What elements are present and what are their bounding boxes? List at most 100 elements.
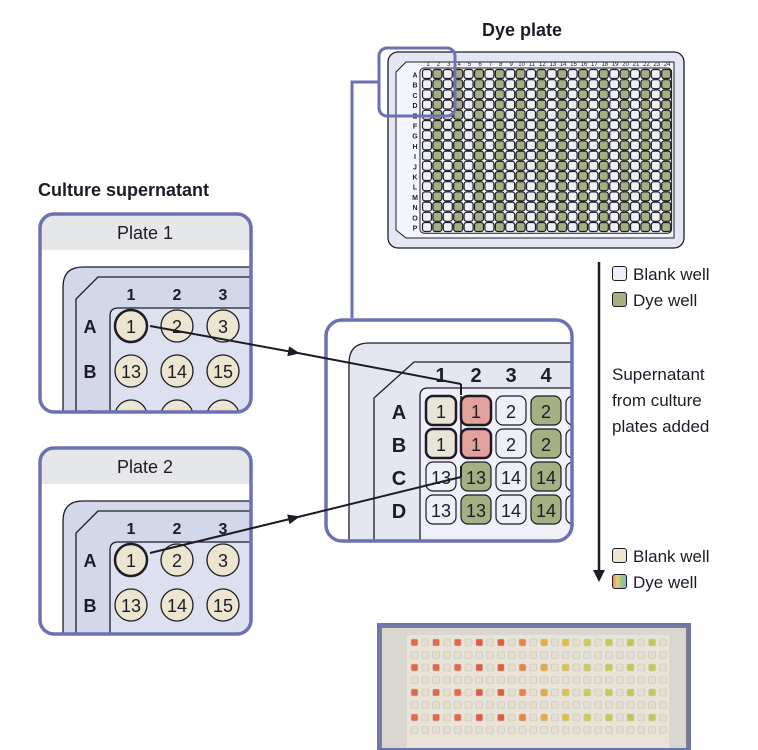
- well: [546, 221, 557, 233]
- well: [629, 99, 641, 110]
- zoom-well-partial: [565, 395, 572, 426]
- well: [546, 160, 557, 171]
- row-label: G: [412, 134, 418, 141]
- well: [453, 79, 464, 90]
- photo-well: [518, 688, 527, 697]
- photo-well: [443, 713, 451, 722]
- photo-well: [615, 638, 624, 647]
- photo-well: [572, 676, 581, 684]
- well: [661, 181, 672, 192]
- well: [609, 201, 620, 212]
- well: [473, 160, 485, 171]
- well-number: 2: [506, 402, 516, 422]
- well: [661, 119, 672, 131]
- well: [557, 150, 568, 161]
- well: [494, 211, 505, 222]
- photo-well: [572, 726, 581, 734]
- photo-well: [518, 676, 527, 684]
- well: [505, 140, 516, 151]
- well: [629, 201, 641, 212]
- culture-well: [113, 308, 149, 344]
- well: [421, 99, 433, 110]
- photo-well: [518, 663, 527, 672]
- column-label: 23: [653, 62, 660, 68]
- photo-well: [432, 663, 440, 672]
- row-label: D: [392, 501, 406, 523]
- well: [577, 89, 589, 100]
- photo-well: [475, 676, 484, 684]
- photo-well: [615, 663, 624, 672]
- culture-well: [206, 354, 240, 388]
- photo-well: [443, 663, 451, 672]
- well: [609, 221, 620, 233]
- photo-well: [410, 663, 419, 672]
- photo-well: [540, 663, 548, 672]
- photo-well: [507, 676, 516, 684]
- well-number: 2: [506, 435, 516, 455]
- well-number: 13: [121, 362, 141, 382]
- well: [588, 99, 599, 110]
- well: [536, 68, 547, 80]
- well: [650, 191, 661, 202]
- photo-well: [615, 713, 624, 722]
- photo-well: [421, 726, 430, 734]
- well: [577, 140, 589, 151]
- well: [505, 170, 516, 182]
- well: [515, 221, 526, 233]
- well-number: 1: [471, 435, 481, 455]
- well: [421, 181, 433, 192]
- well: [536, 181, 547, 192]
- well: [505, 109, 516, 120]
- well: [484, 191, 495, 202]
- well: [598, 181, 609, 192]
- row-label: F: [413, 124, 418, 131]
- photo-well: [443, 651, 451, 659]
- well: [442, 109, 453, 120]
- well: [629, 191, 641, 202]
- culture-plate-2: Plate 2123ABC123131415: [38, 446, 253, 636]
- well: [640, 89, 651, 100]
- row-label: J: [413, 164, 417, 171]
- well: [442, 68, 453, 80]
- well: [577, 170, 589, 182]
- well: [640, 130, 651, 141]
- well-number: 15: [213, 362, 233, 382]
- frame: [324, 318, 574, 543]
- photo-well: [615, 701, 624, 709]
- well: [650, 211, 661, 222]
- well: [629, 211, 641, 222]
- well: [463, 160, 474, 171]
- photo-well: [561, 663, 570, 672]
- photo-well: [453, 663, 462, 672]
- process-arrow-head: [593, 570, 605, 582]
- column-label: 5: [468, 62, 472, 68]
- well: [463, 211, 474, 222]
- well: [557, 109, 568, 120]
- well: [525, 140, 537, 151]
- well: [567, 89, 578, 100]
- photo-well: [497, 701, 505, 709]
- zoom-well: [424, 394, 458, 427]
- photo-well: [486, 676, 494, 684]
- well: [577, 221, 589, 233]
- well: [609, 109, 620, 120]
- well: [525, 89, 537, 100]
- well: [484, 140, 495, 151]
- well: [442, 181, 453, 192]
- photo-well: [605, 726, 613, 734]
- well: [525, 130, 537, 141]
- well: [609, 68, 620, 80]
- culture-well: [113, 542, 149, 578]
- step-label: Supernatant from culture plates added: [612, 365, 710, 436]
- well: [432, 191, 443, 202]
- well-number: 2: [541, 435, 551, 455]
- well: [536, 170, 547, 182]
- well: [629, 150, 641, 161]
- well: [515, 150, 526, 161]
- well: [525, 150, 537, 161]
- photo-well: [443, 701, 451, 709]
- well: [442, 140, 453, 151]
- well: [432, 181, 443, 192]
